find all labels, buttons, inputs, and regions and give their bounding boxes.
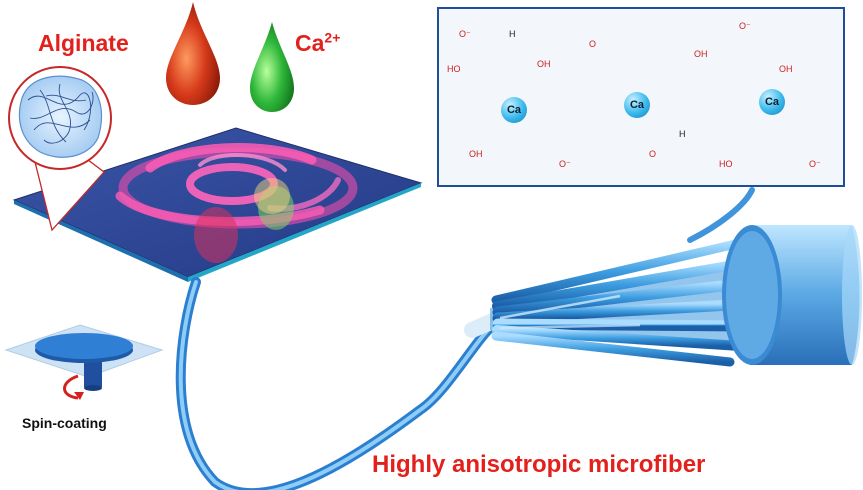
atom-label: OH [469, 149, 483, 159]
atom-label: H [679, 129, 686, 139]
calcium-ion: Ca [759, 89, 785, 115]
network-zoom-lens [8, 66, 112, 232]
spin-coating-label: Spin-coating [22, 415, 107, 431]
atom-label: H [509, 29, 516, 39]
alginate-droplet [166, 2, 220, 105]
calcium-label: Ca2+ [295, 30, 340, 57]
droplet-reflections [194, 178, 294, 263]
calcium-label-charge: 2+ [324, 29, 341, 46]
microfiber-label: Highly anisotropic microfiber [372, 451, 706, 478]
connector-tube [687, 187, 755, 243]
atom-label: O⁻ [809, 159, 821, 169]
calcium-ion: Ca [624, 92, 650, 118]
atom-label: OH [779, 64, 793, 74]
atom-label: O [589, 39, 597, 49]
atom-label: OH [694, 49, 708, 59]
microfiber-cylinder [722, 225, 862, 365]
microfiber-bundle [490, 238, 760, 367]
spin-coater [4, 324, 164, 400]
atom-label: O⁻ [459, 29, 471, 39]
calcium-droplet [250, 22, 294, 112]
atom-label: OH [537, 59, 551, 69]
calcium-ion: Ca [501, 97, 527, 123]
atom-label: O [649, 149, 657, 159]
chemical-structure-box: Ca Ca Ca O⁻ HO OH O OH O⁻ OH OH O⁻ O HO … [437, 7, 845, 187]
atom-label: HO [719, 159, 733, 169]
atom-label: O⁻ [739, 21, 751, 31]
atom-label: HO [447, 64, 461, 74]
alginate-label: Alginate [38, 30, 129, 56]
atom-label: O⁻ [559, 159, 571, 169]
calcium-label-base: Ca [295, 30, 325, 56]
